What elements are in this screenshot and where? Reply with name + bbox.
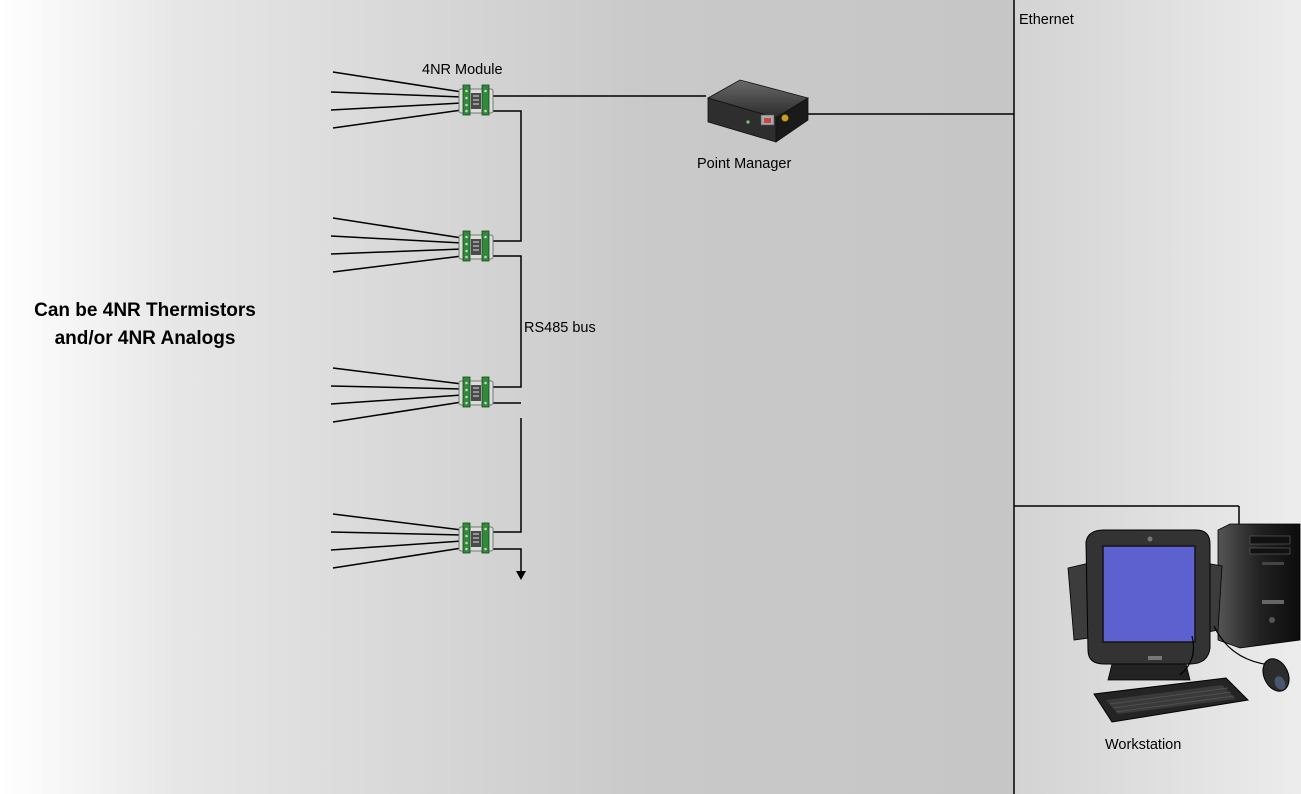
sensor-note-line-2: and/or 4NR Analogs bbox=[55, 328, 236, 349]
4nr-module-icon bbox=[458, 230, 494, 262]
manager-label: Point Manager bbox=[697, 156, 791, 172]
sensor-note-line-1: Can be 4NR Thermistors bbox=[34, 300, 256, 321]
4nr-module-icon bbox=[458, 376, 494, 408]
workstation-label: Workstation bbox=[1105, 737, 1181, 753]
sensor-wires bbox=[330, 71, 463, 569]
rs485-bus-lines bbox=[490, 95, 706, 572]
4nr-module-icon bbox=[458, 522, 494, 554]
4nr-module-icon bbox=[458, 84, 494, 116]
bus-continuation-arrow bbox=[516, 571, 526, 580]
ethernet-label: Ethernet bbox=[1019, 12, 1074, 28]
bus-label: RS485 bus bbox=[524, 320, 596, 336]
workstation-computer-icon bbox=[1067, 523, 1301, 723]
point-manager-icon bbox=[706, 79, 809, 143]
module-label: 4NR Module bbox=[422, 62, 503, 78]
